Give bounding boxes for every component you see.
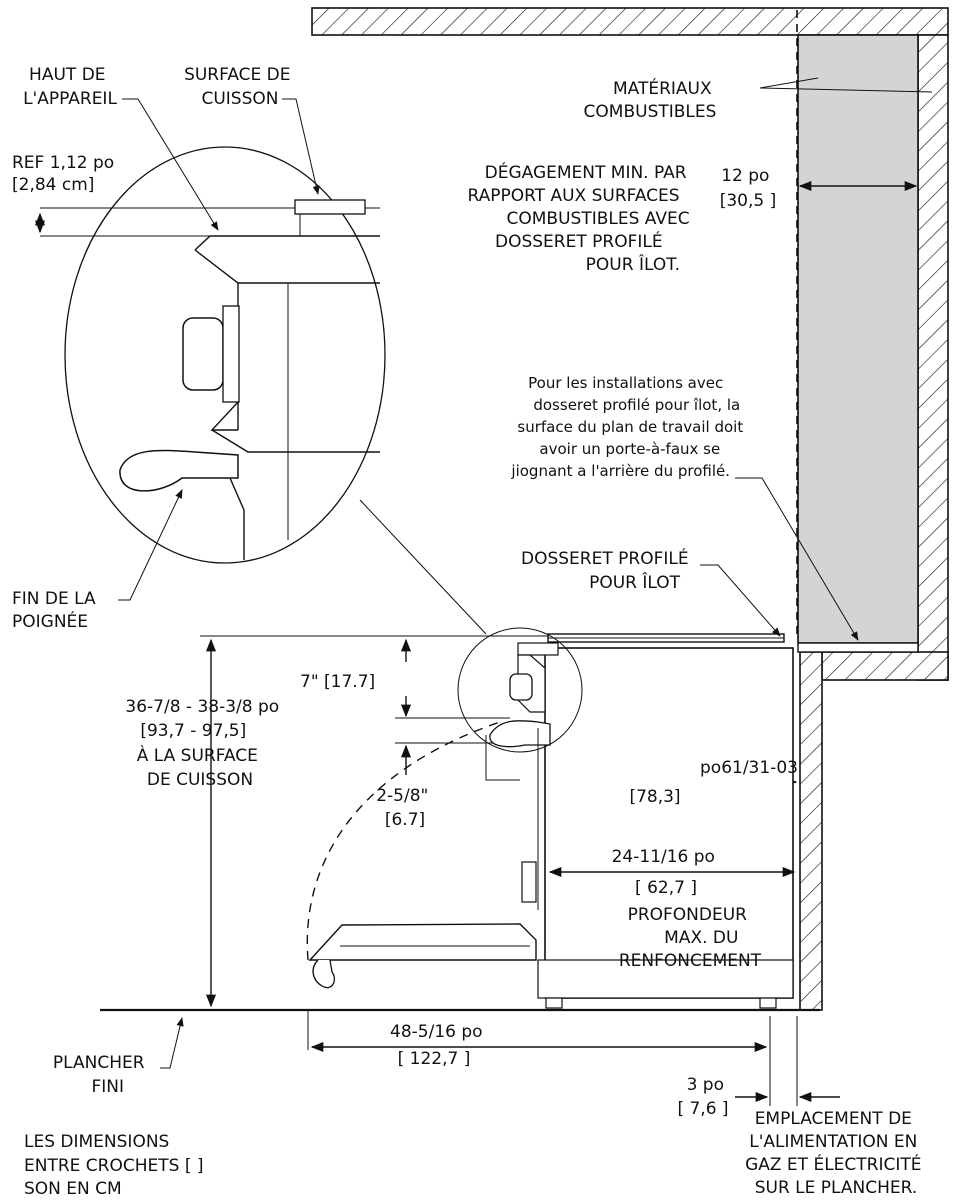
label-dim-258: 2-5/8" [6.7] <box>376 786 434 830</box>
dosseret-leader <box>700 564 781 637</box>
label-dimensions-note: LES DIMENSIONS ENTRE CROCHETS [ ] SON EN… <box>24 1132 209 1196</box>
label-fin-poignee: FIN DE LA POIGNÉE <box>12 589 101 632</box>
label-dosseret: DOSSERET PROFILÉ POUR ÎLOT <box>521 547 694 593</box>
surface-cuisson-leader <box>282 98 320 195</box>
label-clearance-dim: 12 po [30,5 ] <box>720 166 777 211</box>
label-profondeur: PROFONDEUR MAX. DU RENFONCEMENT <box>619 905 762 971</box>
floor-leader <box>160 1017 184 1069</box>
note-leader <box>735 477 859 641</box>
label-haut-appareil: HAUT DE L'APPAREIL <box>23 65 117 109</box>
label-width-dim: 48-5/16 po [ 122,7 ] <box>390 1022 488 1069</box>
countertop-overhang <box>797 642 919 653</box>
range-appliance <box>306 633 794 1009</box>
label-degagement: DÉGAGEMENT MIN. PAR RAPPORT AUX SURFACES… <box>467 161 695 275</box>
poignee-leader <box>118 489 183 601</box>
dim783-ext <box>485 735 520 781</box>
label-plancher: PLANCHER FINI <box>53 1053 150 1097</box>
label-materiaux: MATÉRIAUX COMBUSTIBLES <box>584 77 717 122</box>
label-dim-po61: po61/31-03 <box>700 758 798 778</box>
detail-callout-circle <box>457 627 583 753</box>
label-dim-7: 7" [17.7] <box>300 672 375 692</box>
label-surface-cuisson: SURFACE DE CUISSON <box>184 65 296 109</box>
magnified-detail <box>40 146 386 564</box>
label-emplacement: EMPLACEMENT DE L'ALIMENTATION EN GAZ ET … <box>745 1109 927 1196</box>
detail-connector <box>359 499 487 635</box>
label-note-installation: Pour les installations avec dosseret pro… <box>510 374 748 480</box>
label-dim-783: [78,3] <box>629 787 680 807</box>
label-dim-3: 3 po [ 7,6 ] <box>677 1075 729 1119</box>
label-ref-dim: REF 1,12 po [2,84 cm] <box>12 153 120 195</box>
haut-appareil-leader <box>122 98 219 231</box>
label-depth-dim: 24-11/16 po [ 62,7 ] <box>612 847 721 898</box>
materiaux-leader <box>759 77 933 93</box>
cabinet-shaded-area <box>797 34 919 644</box>
label-height-dim: 36-7/8 - 38-3/8 po [93,7 - 97,5] À LA SU… <box>125 697 284 790</box>
